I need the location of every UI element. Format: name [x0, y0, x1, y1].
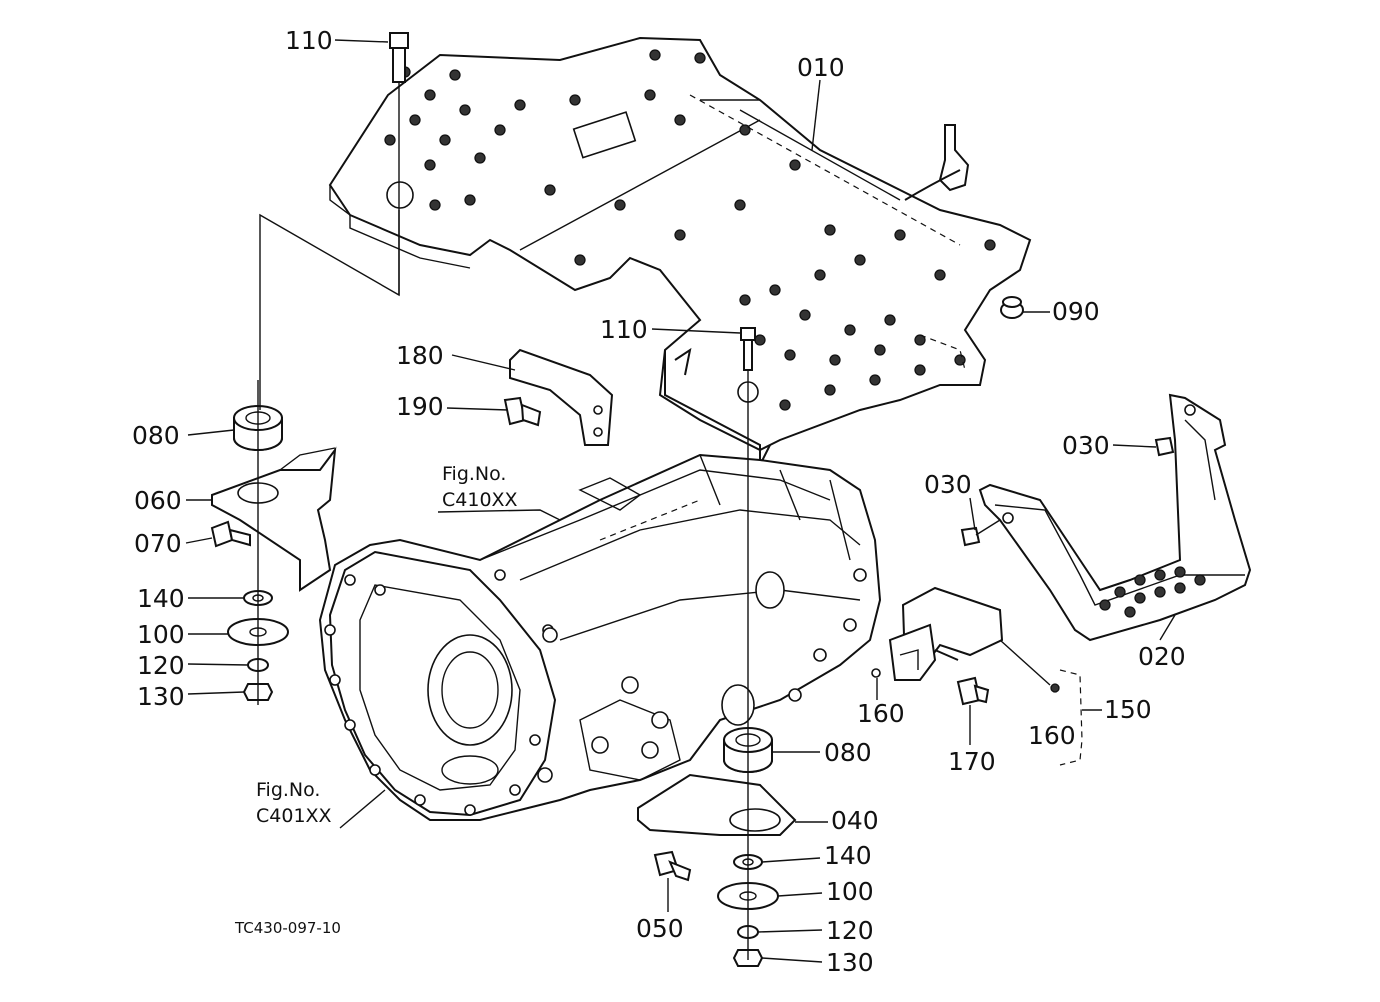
callout-030-mid: 030	[924, 470, 972, 499]
callout-150: 150	[1104, 695, 1152, 724]
callout-180: 180	[396, 341, 444, 370]
callout-130-right: 130	[826, 948, 874, 977]
step-bolt-drawing	[960, 436, 1175, 547]
callout-050: 050	[636, 914, 684, 943]
floor-plate-drawing	[328, 36, 1032, 466]
ref-caption-upper: Fig.No.	[442, 463, 506, 485]
hidden-lines	[599, 94, 966, 541]
callout-090: 090	[1052, 297, 1100, 326]
transmission-case-drawing	[318, 348, 882, 821]
callout-020: 020	[1138, 642, 1186, 671]
callout-120-left: 120	[137, 651, 185, 680]
switch-assy-drawing	[871, 586, 1083, 766]
callout-070: 070	[134, 529, 182, 558]
bracket-bolt-drawing	[503, 396, 542, 427]
callout-100-right: 100	[826, 877, 874, 906]
callout-160-left: 160	[857, 699, 905, 728]
callout-060: 060	[134, 486, 182, 515]
callout-040: 040	[831, 806, 879, 835]
ref-code-lower: C401XX	[256, 805, 332, 827]
callout-190: 190	[396, 392, 444, 421]
figure-code: TC430-097-10	[234, 919, 341, 937]
callout-130-left: 130	[137, 682, 185, 711]
callout-160-right: 160	[1028, 721, 1076, 750]
left-mount-drawing	[210, 380, 337, 705]
callout-120-right: 120	[826, 916, 874, 945]
callout-labels: 110 010 090 110 180 190 080 030 030 060 …	[132, 26, 1186, 977]
callout-100-left: 100	[137, 620, 185, 649]
callout-110-center: 110	[600, 315, 648, 344]
ref-caption-lower: Fig.No.	[256, 779, 320, 801]
top-bolt-drawing	[259, 32, 409, 410]
callout-010: 010	[797, 53, 845, 82]
callout-170: 170	[948, 747, 996, 776]
ref-code-upper: C410XX	[442, 489, 518, 511]
callout-080-right: 080	[824, 738, 872, 767]
callout-140-right: 140	[824, 841, 872, 870]
callout-140-left: 140	[137, 584, 185, 613]
right-mount-drawing	[637, 327, 797, 967]
step-drawing	[978, 393, 1252, 642]
callout-030-right: 030	[1062, 431, 1110, 460]
callout-080-left: 080	[132, 421, 180, 450]
leader-lines	[185, 39, 1176, 963]
rubber-cap-drawing	[1000, 296, 1024, 319]
callout-110-top: 110	[285, 26, 333, 55]
